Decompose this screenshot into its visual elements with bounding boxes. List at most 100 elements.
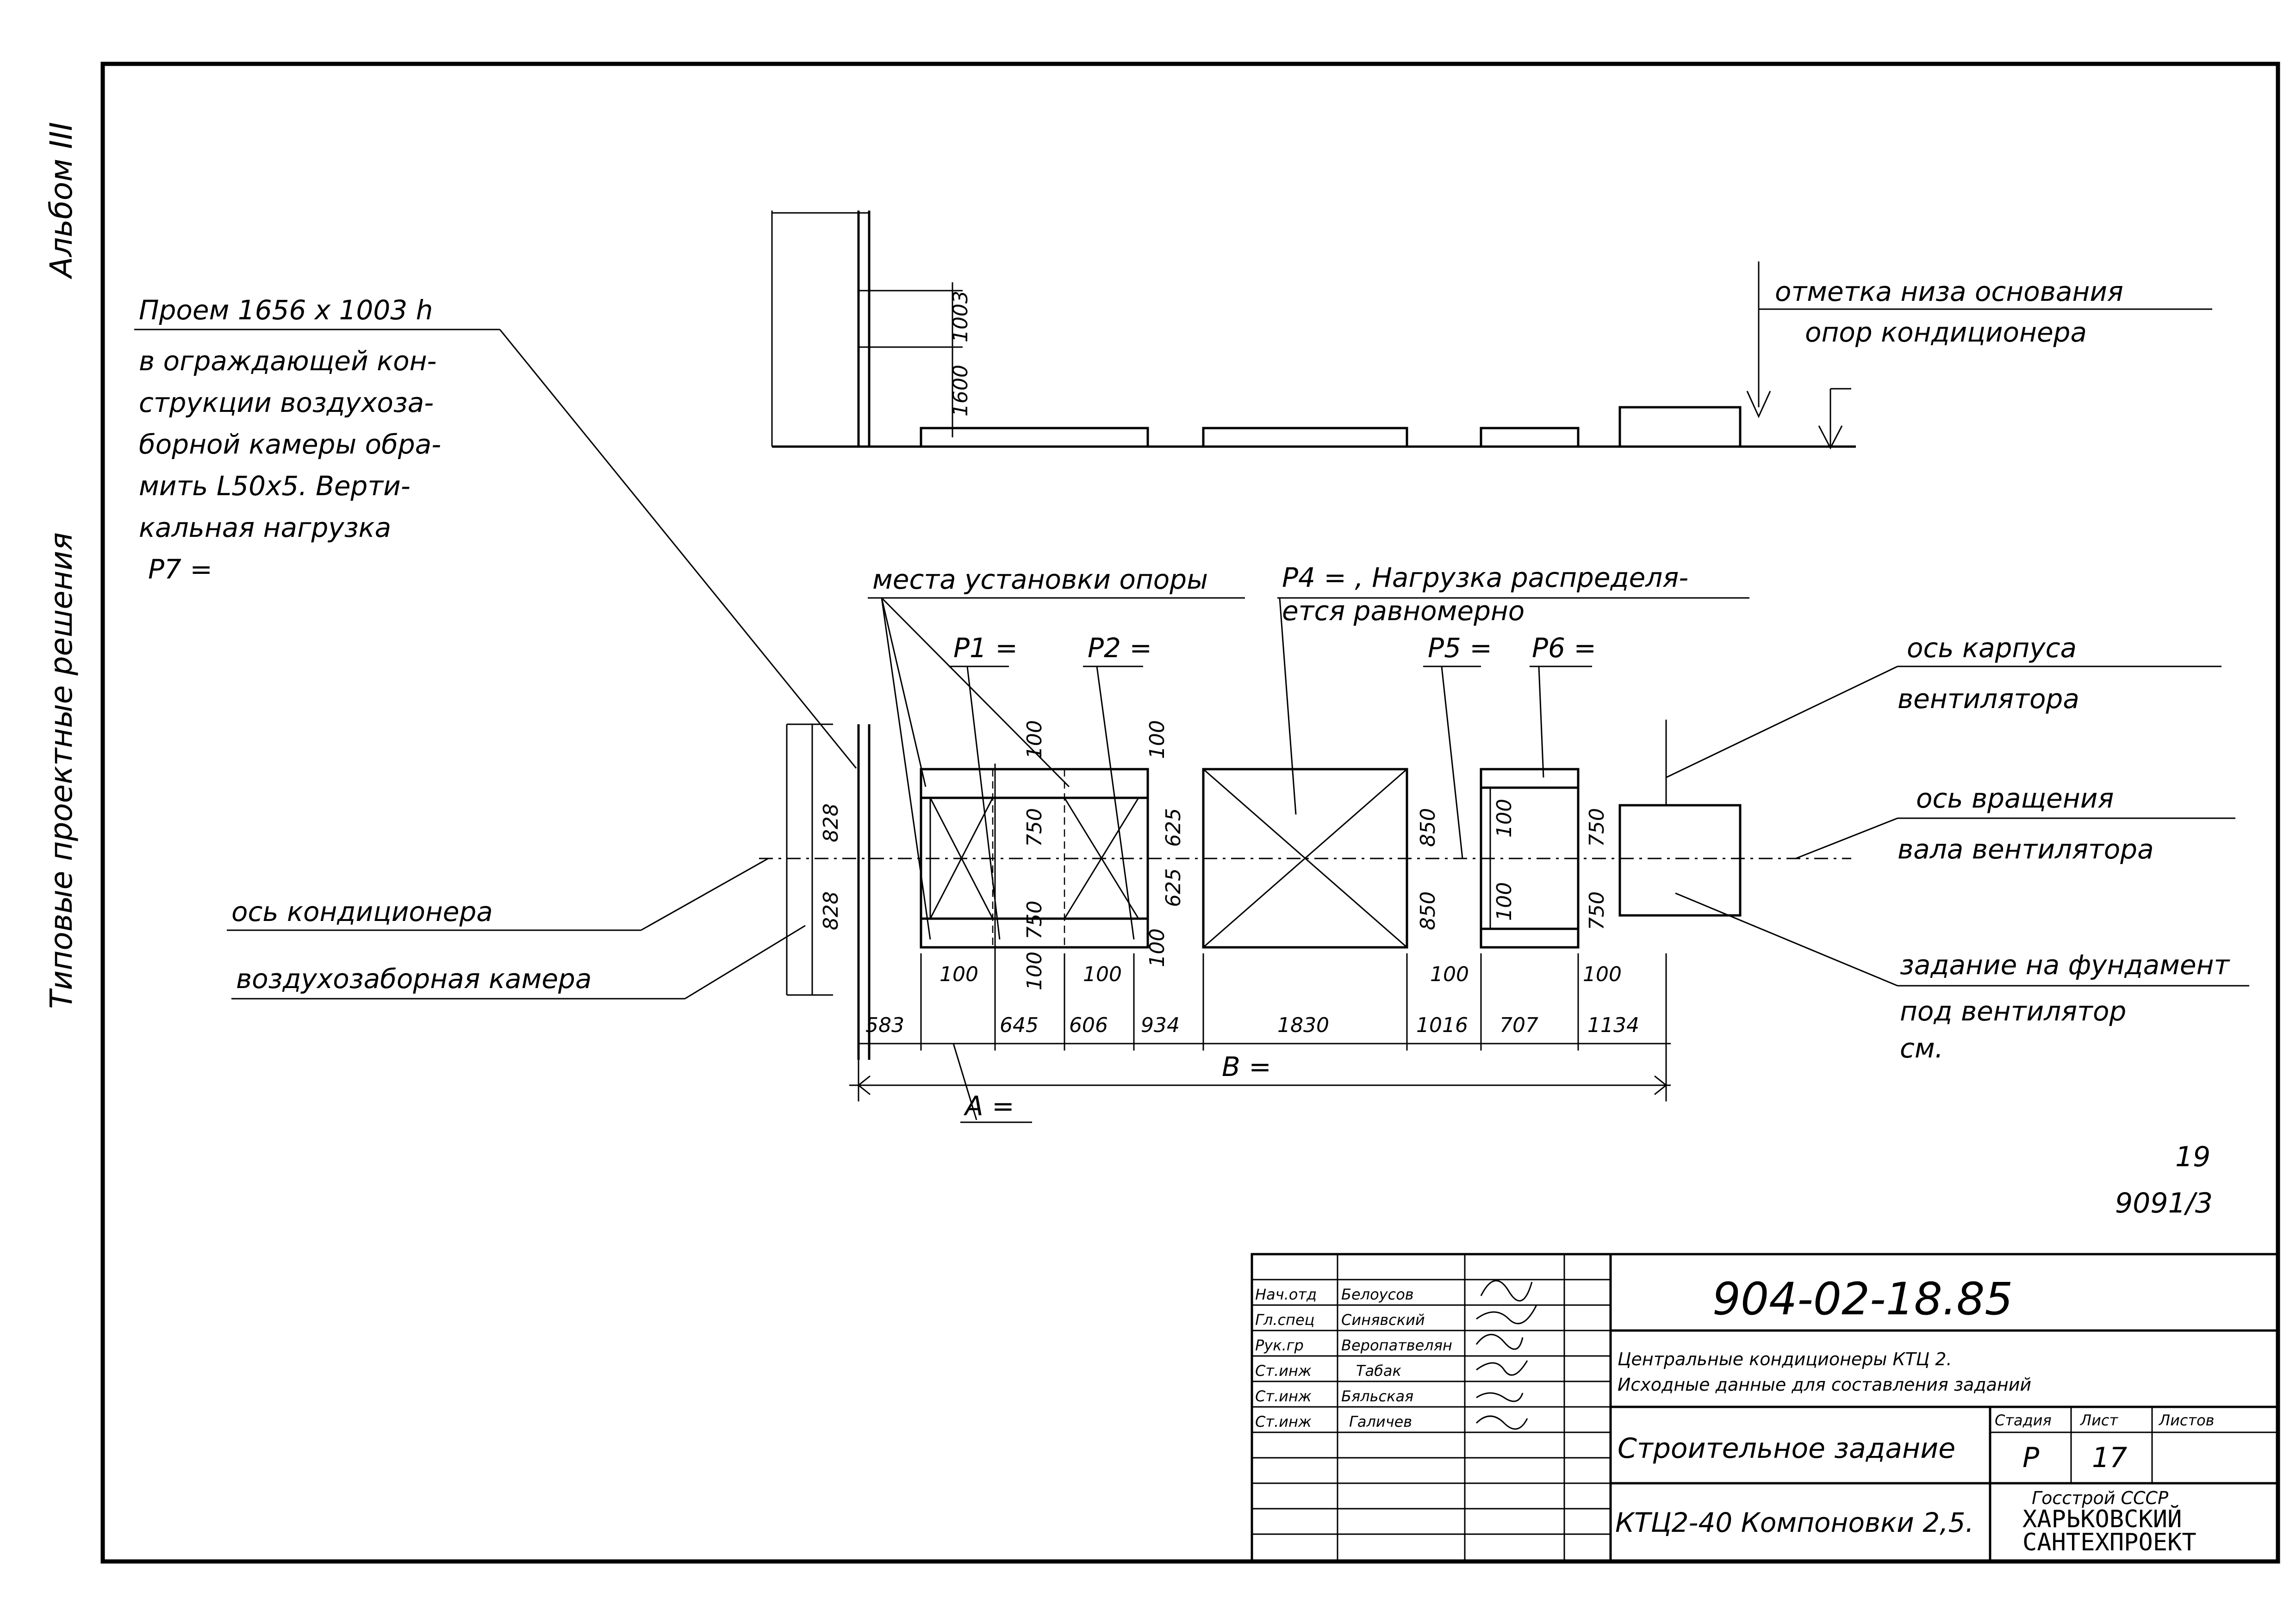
plan-dim-100-f: 100 <box>1083 963 1122 986</box>
plan-dim-750-d: 750 <box>1585 891 1609 930</box>
tb-org-2: ХАРЬКОВСКИЙ <box>2022 1505 2182 1533</box>
load-p2: P2 = <box>1088 632 1152 664</box>
elev-support-3 <box>1480 427 1580 448</box>
elev-support-2 <box>1202 427 1408 448</box>
drawing-frame <box>100 62 2280 1564</box>
tb-role-3: Рук.гр <box>1255 1337 1304 1354</box>
p4-note-line-2: ется равномерно <box>1282 595 1524 627</box>
tb-stage-value: Р <box>2022 1442 2040 1474</box>
foundation-task-3: см. <box>1900 1032 1943 1064</box>
opening-note-line-2: в ограждающей кон- <box>139 345 436 377</box>
tb-role-1: Нач.отд <box>1255 1286 1317 1303</box>
tb-role-5: Ст.инж <box>1255 1387 1312 1405</box>
load-p1: P1 = <box>953 632 1018 664</box>
fan-housing-axis-2: вентилятора <box>1898 683 2079 715</box>
tb-name-6: Галичев <box>1349 1413 1412 1430</box>
opening-note-line-7: P7 = <box>148 553 212 585</box>
tb-org-1: Госстрой СССР <box>2032 1488 2168 1508</box>
tb-role-2: Гл.спец <box>1255 1311 1314 1329</box>
tb-layout: КТЦ2-40 Компоновки 2,5. <box>1615 1507 1974 1538</box>
tb-name-5: Бяльская <box>1341 1387 1413 1405</box>
chain-dim-6: 1016 <box>1416 1014 1468 1037</box>
plan-dim-100-b: 100 <box>1023 951 1046 990</box>
plan-view: 828 828 100 750 750 100 100 625 625 100 … <box>227 562 2249 1123</box>
fan-housing-axis-1: ось карпуса <box>1907 632 2077 664</box>
sheet-ref-number: 19 <box>2175 1141 2210 1173</box>
tb-stage-label: Стадия <box>1995 1412 2052 1429</box>
signature-scribbles <box>1475 1280 1537 1430</box>
elev-fan-base <box>1618 406 1742 448</box>
support-p5-p6-top <box>1480 768 1580 789</box>
base-level-line-1: отметка низа основания <box>1775 276 2123 307</box>
elev-dim-1600: 1600 <box>949 365 972 417</box>
tb-name-1: Белоусов <box>1341 1286 1414 1303</box>
plan-dim-625-a: 625 <box>1162 808 1185 847</box>
opening-note-line-3: струкции воздухоза- <box>139 387 434 418</box>
center-section <box>1202 768 1408 949</box>
plan-dim-750-a: 750 <box>1023 808 1046 847</box>
support-p5-p6-bottom <box>1480 927 1580 949</box>
opening-note-line-1: Проем 1656 x 1003 h <box>139 294 433 326</box>
tb-sheets-label: Листов <box>2159 1412 2215 1429</box>
tb-name-3: Веропатвелян <box>1341 1337 1452 1354</box>
support-places-note: места установки опоры <box>872 564 1208 595</box>
tb-name-4: Табак <box>1356 1362 1402 1380</box>
plan-dim-100-i: 100 <box>1430 963 1469 986</box>
plan-dim-828-top: 828 <box>819 803 843 842</box>
chain-dim-5: 1830 <box>1277 1014 1329 1037</box>
tb-role-4: Ст.инж <box>1255 1362 1312 1380</box>
chain-dim-8: 1134 <box>1587 1014 1639 1037</box>
p4-note-line-1: P4 = , Нагрузка распределя- <box>1282 562 1688 593</box>
total-dim-b: B = <box>1222 1051 1271 1082</box>
elev-support-1 <box>920 427 1149 448</box>
tb-sheet-label: Лист <box>2080 1412 2118 1429</box>
chain-dim-7: 707 <box>1500 1014 1538 1037</box>
album-label: Альбом III <box>44 122 79 280</box>
load-p6: P6 = <box>1532 632 1596 664</box>
plan-dim-100-g: 100 <box>1493 799 1516 838</box>
tb-project-title-2: Исходные данные для составления заданий <box>1618 1374 2031 1395</box>
tb-sheet-value: 17 <box>2092 1442 2127 1474</box>
tb-role-6: Ст.инж <box>1255 1413 1312 1430</box>
opening-note: Проем 1656 x 1003 h в ограждающей кон- с… <box>134 294 857 769</box>
tb-org-3: САНТЕХПРОЕКТ <box>2022 1529 2196 1556</box>
shaft-axis-2: вала вентилятора <box>1898 833 2154 865</box>
plan-dim-100-c: 100 <box>1145 720 1169 759</box>
plan-dim-850-b: 850 <box>1416 891 1440 930</box>
plan-dim-828-bottom: 828 <box>819 891 843 930</box>
chain-dim-1: 583 <box>865 1014 904 1037</box>
shaft-axis-1: ось вращения <box>1916 783 2114 814</box>
chain-dim-3: 606 <box>1069 1014 1108 1037</box>
title-block: Нач.отд Белоусов Гл.спец Синявский Рук.г… <box>1251 1253 2279 1563</box>
plan-dim-625-b: 625 <box>1162 868 1185 907</box>
total-dim-a: A = <box>963 1090 1014 1122</box>
plan-dim-100-h: 100 <box>1493 882 1516 921</box>
plan-dim-850-a: 850 <box>1416 808 1440 847</box>
opening-note-line-6: кальная нагрузка <box>139 512 391 543</box>
fan-foundation <box>1618 804 1742 917</box>
series-label: Типовые проектные решения <box>44 532 79 1009</box>
foundation-task-1: задание на фундамент <box>1900 949 2230 981</box>
opening-note-line-4: борной камеры обра- <box>139 429 441 460</box>
plan-dim-750-b: 750 <box>1023 901 1046 939</box>
tb-sheet-name: Строительное задание <box>1618 1432 1955 1465</box>
elevation-view: 1003 1600 отметка низа основания опор ко… <box>771 211 2212 450</box>
chain-dim-4: 934 <box>1141 1014 1180 1037</box>
load-p5: P5 = <box>1428 632 1492 664</box>
conditioner-axis-label: ось кондиционера <box>231 896 493 927</box>
tb-code: 904-02-18.85 <box>1712 1273 2013 1325</box>
plan-dim-100-j: 100 <box>1583 963 1622 986</box>
sheet-ref-code: 9091/3 <box>2115 1187 2213 1219</box>
chain-dim-2: 645 <box>1000 1014 1039 1037</box>
plan-dim-100-a: 100 <box>1023 720 1046 759</box>
intake-chamber-label: воздухозаборная камера <box>236 963 591 995</box>
foundation-task-2: под вентилятор <box>1900 995 2126 1027</box>
plan-dim-100-e: 100 <box>940 963 978 986</box>
opening-note-line-5: мить L50x5. Верти- <box>139 470 411 502</box>
base-level-line-2: опор кондиционера <box>1805 317 2087 348</box>
elev-dim-1003: 1003 <box>949 291 972 342</box>
tb-project-title-1: Центральные кондиционеры КТЦ 2. <box>1618 1349 1952 1369</box>
tb-name-2: Синявский <box>1341 1311 1425 1329</box>
plan-dim-100-d: 100 <box>1145 928 1169 967</box>
